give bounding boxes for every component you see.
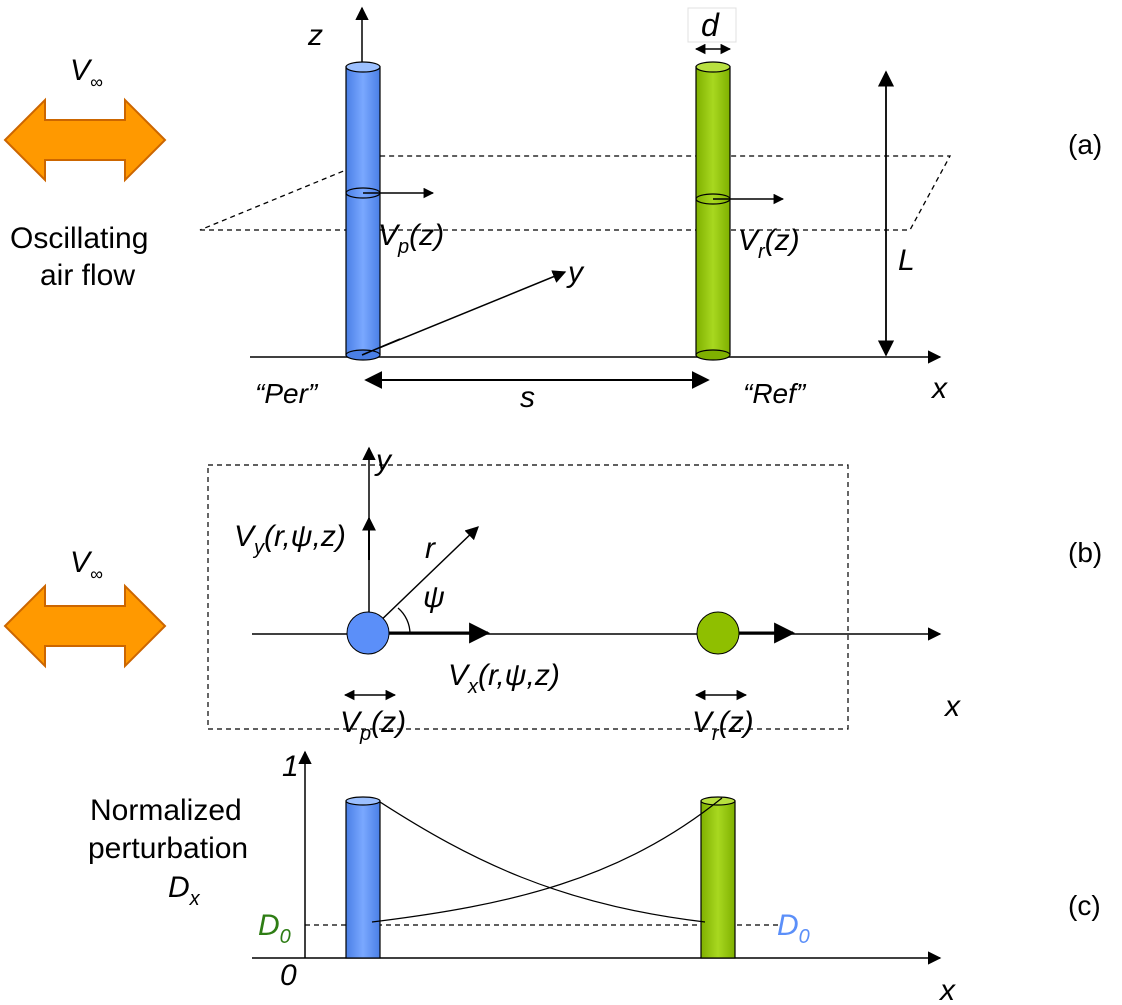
vp-label-b: Vp(z) bbox=[340, 706, 406, 745]
oscillation-arrow-icon bbox=[3, 97, 167, 183]
ref-cylinder bbox=[695, 61, 731, 361]
flow-label-line2: air flow bbox=[40, 259, 135, 292]
d-label-box bbox=[687, 7, 737, 43]
s-label: s bbox=[520, 381, 535, 414]
x-axis-label-c: x bbox=[938, 974, 956, 1005]
y-axis-label: y bbox=[566, 256, 585, 289]
per-cylinder-c bbox=[345, 796, 381, 959]
ref-circle bbox=[696, 611, 740, 655]
z-axis-label: z bbox=[307, 19, 323, 52]
vy-label: Vy(r,ψ,z) bbox=[234, 520, 346, 559]
y-axis-label-b: y bbox=[374, 444, 393, 477]
per-decay-curve bbox=[379, 801, 706, 923]
ref-cylinder-c bbox=[700, 796, 736, 959]
flow-label-line1: Oscillating bbox=[10, 222, 148, 255]
psi-label: ψ bbox=[423, 581, 445, 614]
title-line2: perturbation bbox=[88, 832, 248, 865]
panel-a-label: (a) bbox=[1068, 129, 1102, 160]
r-arrow bbox=[374, 526, 479, 627]
dx-label: Dx bbox=[168, 871, 201, 910]
v-infinity-label-b: V∞ bbox=[70, 546, 103, 584]
dashed-plane bbox=[199, 155, 952, 231]
per-circle bbox=[346, 611, 390, 655]
d0-left-label: D0 bbox=[258, 909, 291, 948]
panel-c-label: (c) bbox=[1068, 890, 1101, 921]
r-label: r bbox=[425, 532, 436, 565]
vr-label-b: Vr(z) bbox=[692, 706, 754, 745]
y-axis-base bbox=[361, 338, 401, 356]
x-axis-label-a: x bbox=[930, 372, 948, 405]
ref-label: “Ref” bbox=[743, 378, 807, 409]
vx-label: Vx(r,ψ,z) bbox=[448, 659, 560, 698]
v-infinity-label: V∞ bbox=[70, 54, 103, 92]
panel-b-label: (b) bbox=[1068, 537, 1102, 568]
oscillation-arrow-icon-b bbox=[3, 583, 167, 669]
vr-label: Vr(z) bbox=[738, 224, 800, 263]
L-label: L bbox=[898, 244, 915, 277]
per-cylinder bbox=[345, 61, 381, 361]
panel-a: V∞ Oscillating air flow z Vp(z) y bbox=[3, 6, 1102, 414]
ref-decay-curve bbox=[371, 797, 723, 923]
panel-b-frame bbox=[207, 464, 849, 730]
per-label: “Per” bbox=[255, 378, 319, 409]
d0-right-label: D0 bbox=[777, 909, 810, 948]
y-zero-label: 0 bbox=[280, 959, 297, 992]
x-axis-label-b: x bbox=[943, 690, 961, 723]
title-line1: Normalized bbox=[90, 794, 242, 827]
vp-label: Vp(z) bbox=[378, 219, 444, 258]
y-top-label: 1 bbox=[282, 750, 299, 783]
panel-c: 1 0 x Normalized perturbation Dx D0 D0 (… bbox=[88, 750, 1101, 1005]
psi-arc bbox=[397, 607, 411, 635]
panel-b: V∞ x y Vy(r,ψ,z) r ψ Vx(r,ψ,z) Vp(z) Vr(… bbox=[3, 444, 1102, 745]
d-label: d bbox=[701, 7, 720, 43]
